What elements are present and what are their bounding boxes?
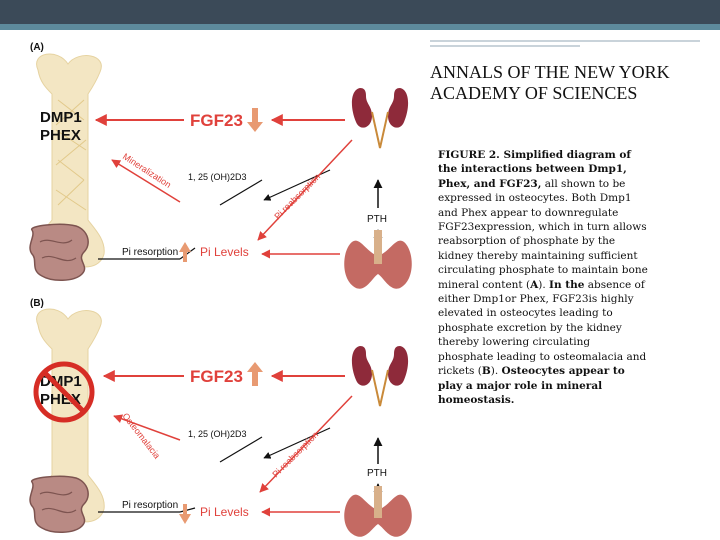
caption-lead: FIGURE 2. Simplified diagram of the inte… <box>438 149 631 190</box>
kidney-reabsorption-arrow <box>257 139 353 241</box>
osteomalacia-arrow <box>113 414 181 441</box>
kidney-icon <box>351 88 409 149</box>
pi-levels-down-arrow-icon <box>179 504 191 524</box>
pth-label: PTH <box>367 214 387 225</box>
fgf23-down-arrow-icon <box>247 108 263 132</box>
kidney-reabsorption-arrow <box>259 395 353 493</box>
fgf23-label: FGF23 <box>190 367 243 386</box>
mineralization-arrow <box>111 159 181 203</box>
figure-caption: FIGURE 2. Simplified diagram of the inte… <box>438 148 648 407</box>
osteomalacia-label: Osteomalacia <box>120 411 162 461</box>
pi-levels-label: Pi Levels <box>200 505 249 519</box>
caption-in-the: In the <box>549 278 585 291</box>
pth-label: PTH <box>367 468 387 479</box>
caption-mid3: ). <box>490 365 502 378</box>
title-bar <box>0 0 720 24</box>
caption-body: all shown to be expressed in osteocytes.… <box>438 177 648 291</box>
phosphate-homeostasis-figure: (A) DMP1 PHEX FGF23 Mineralization 1, 25… <box>29 42 412 537</box>
intestine-icon <box>29 223 89 281</box>
panel-a-label: (A) <box>30 42 44 53</box>
thyroid-icon <box>344 486 412 537</box>
decorative-line <box>430 45 580 47</box>
caption-ref-a: A <box>530 278 539 291</box>
thyroid-icon <box>344 230 412 289</box>
vitd-arrow-tail <box>219 436 263 463</box>
prohibited-icon <box>33 361 95 423</box>
pi-resorption-connector <box>179 247 196 260</box>
intestine-icon <box>29 475 89 533</box>
vitd-label: 1, 25 (OH)2D3 <box>188 429 247 439</box>
pi-levels-label: Pi Levels <box>200 245 249 259</box>
accent-rule <box>0 24 720 30</box>
panel-b: (B) DMP1 PHEX FGF23 Osteomalacia 1, 25 (… <box>29 298 412 537</box>
decorative-line <box>430 40 700 42</box>
panel-a: (A) DMP1 PHEX FGF23 Mineralization 1, 25… <box>29 42 412 289</box>
gene-dmp1-label: DMP1 <box>40 109 82 126</box>
panel-b-label: (B) <box>30 298 44 309</box>
fgf23-up-arrow-icon <box>247 362 263 386</box>
vitd-arrow-tail <box>219 179 263 206</box>
vitd-label: 1, 25 (OH)2D3 <box>188 172 247 182</box>
pi-resorption-label: Pi resorption <box>122 247 178 258</box>
gene-phex-label: PHEX <box>40 127 81 144</box>
caption-mid2: absence of either Dmp1or Phex, FGF23is h… <box>438 278 647 378</box>
caption-ref-b: B <box>481 365 491 378</box>
caption-tail: Osteocytes appear to play a major role i… <box>438 365 625 406</box>
fgf23-label: FGF23 <box>190 111 243 130</box>
journal-title: ANNALS OF THE NEW YORK ACADEMY OF SCIENC… <box>430 62 670 103</box>
vitd-arrow <box>263 427 331 459</box>
kidney-icon <box>351 346 409 407</box>
pi-resorption-connector <box>179 507 196 513</box>
journal-heading: ANNALS OF THE NEW YORK ACADEMY OF SCIENC… <box>430 62 710 104</box>
pi-resorption-label: Pi resorption <box>122 500 178 511</box>
caption-mid1: ). <box>538 278 550 291</box>
pi-levels-up-arrow-icon <box>179 242 191 262</box>
